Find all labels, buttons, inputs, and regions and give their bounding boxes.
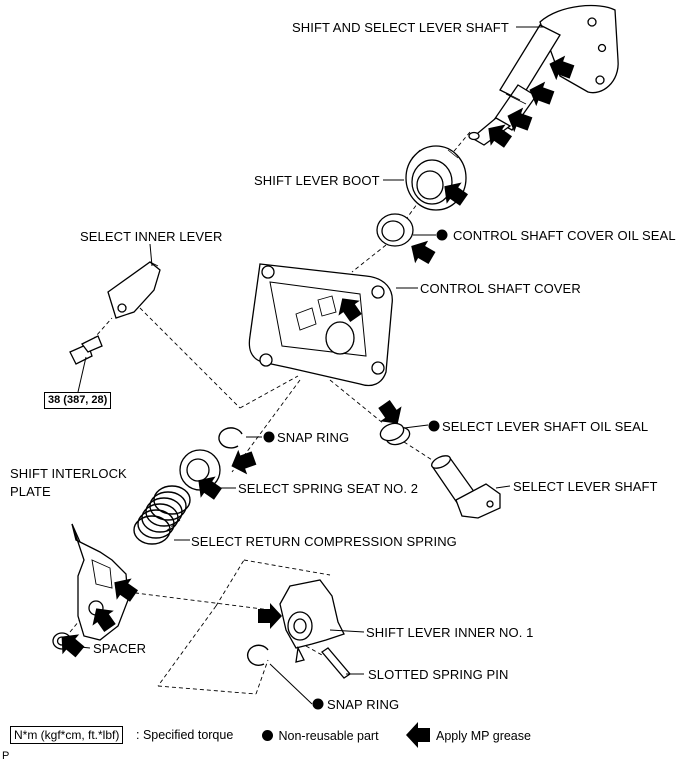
leader-lines	[69, 26, 544, 705]
select-lever-shaft-part	[431, 455, 501, 519]
label-select-return-spring: SELECT RETURN COMPRESSION SPRING	[191, 534, 457, 549]
legend-arrow-icon	[406, 722, 430, 748]
label-select-lever-shaft-oil-seal: SELECT LEVER SHAFT OIL SEAL	[442, 419, 649, 434]
label-shift-interlock-plate-line2: PLATE	[10, 484, 51, 499]
label-slotted-spring-pin: SLOTTED SPRING PIN	[368, 667, 509, 682]
slotted-spring-pin-part	[321, 647, 351, 679]
label-shift-interlock-plate-line1: SHIFT INTERLOCK	[10, 466, 127, 481]
select-lever-shaft-oil-seal-part	[379, 422, 411, 446]
snap-ring-lower-part	[247, 644, 269, 666]
label-shift-select-lever-shaft: SHIFT AND SELECT LEVER SHAFT	[292, 20, 509, 35]
label-select-spring-seat: SELECT SPRING SEAT NO. 2	[238, 481, 419, 496]
legend-torque-desc: : Specified torque	[136, 728, 234, 742]
label-control-shaft-cover: CONTROL SHAFT COVER	[420, 281, 581, 296]
legend-non-reusable: Non-reusable part	[262, 729, 379, 744]
non-reusable-markers	[263, 229, 448, 710]
label-select-inner-lever: SELECT INNER LEVER	[80, 229, 223, 244]
torque-value-box: 38 (387, 28)	[44, 392, 112, 409]
legend-non-reusable-text: Non-reusable part	[278, 729, 379, 743]
label-shift-lever-boot: SHIFT LEVER BOOT	[254, 173, 380, 188]
legend-apply-grease: Apply MP grease	[436, 729, 531, 743]
select-return-spring-part	[133, 485, 191, 545]
control-shaft-cover-part	[248, 263, 393, 387]
corner-mark: P	[2, 750, 10, 762]
label-shift-lever-inner: SHIFT LEVER INNER NO. 1	[366, 625, 534, 640]
label-select-lever-shaft: SELECT LEVER SHAFT	[513, 479, 658, 494]
label-snap-ring-lower: SNAP RING	[327, 697, 400, 712]
non-reusable-dot-icon	[262, 730, 273, 741]
label-snap-ring-upper: SNAP RING	[277, 430, 350, 445]
label-control-shaft-cover-oil-seal: CONTROL SHAFT COVER OIL SEAL	[453, 228, 676, 243]
control-shaft-cover-oil-seal-part	[376, 213, 414, 247]
snap-ring-upper-part	[218, 427, 243, 449]
bolt-part	[69, 335, 103, 365]
shift-lever-inner-part	[279, 579, 345, 663]
select-inner-lever-part	[107, 261, 161, 319]
label-spacer: SPACER	[93, 641, 147, 656]
legend-torque-unit-box: N*m (kgf*cm, ft.*lbf)	[10, 726, 124, 744]
